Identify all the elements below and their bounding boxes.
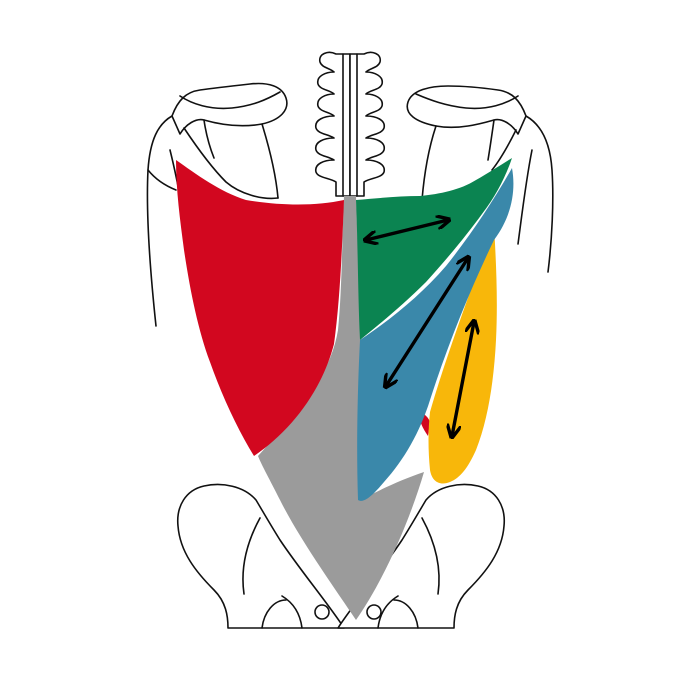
- pelvis-outline: [177, 483, 505, 629]
- diagonal-arrow: [386, 258, 468, 386]
- red-region: [176, 160, 344, 456]
- vertical-arrow: [452, 322, 474, 436]
- spine-outline: [314, 51, 386, 197]
- horizontal-arrow: [366, 220, 448, 240]
- gray-region: [258, 196, 424, 620]
- right-shoulder-outline: [406, 85, 554, 273]
- left-shoulder-outline: [146, 82, 288, 327]
- arrows-group: [366, 220, 474, 436]
